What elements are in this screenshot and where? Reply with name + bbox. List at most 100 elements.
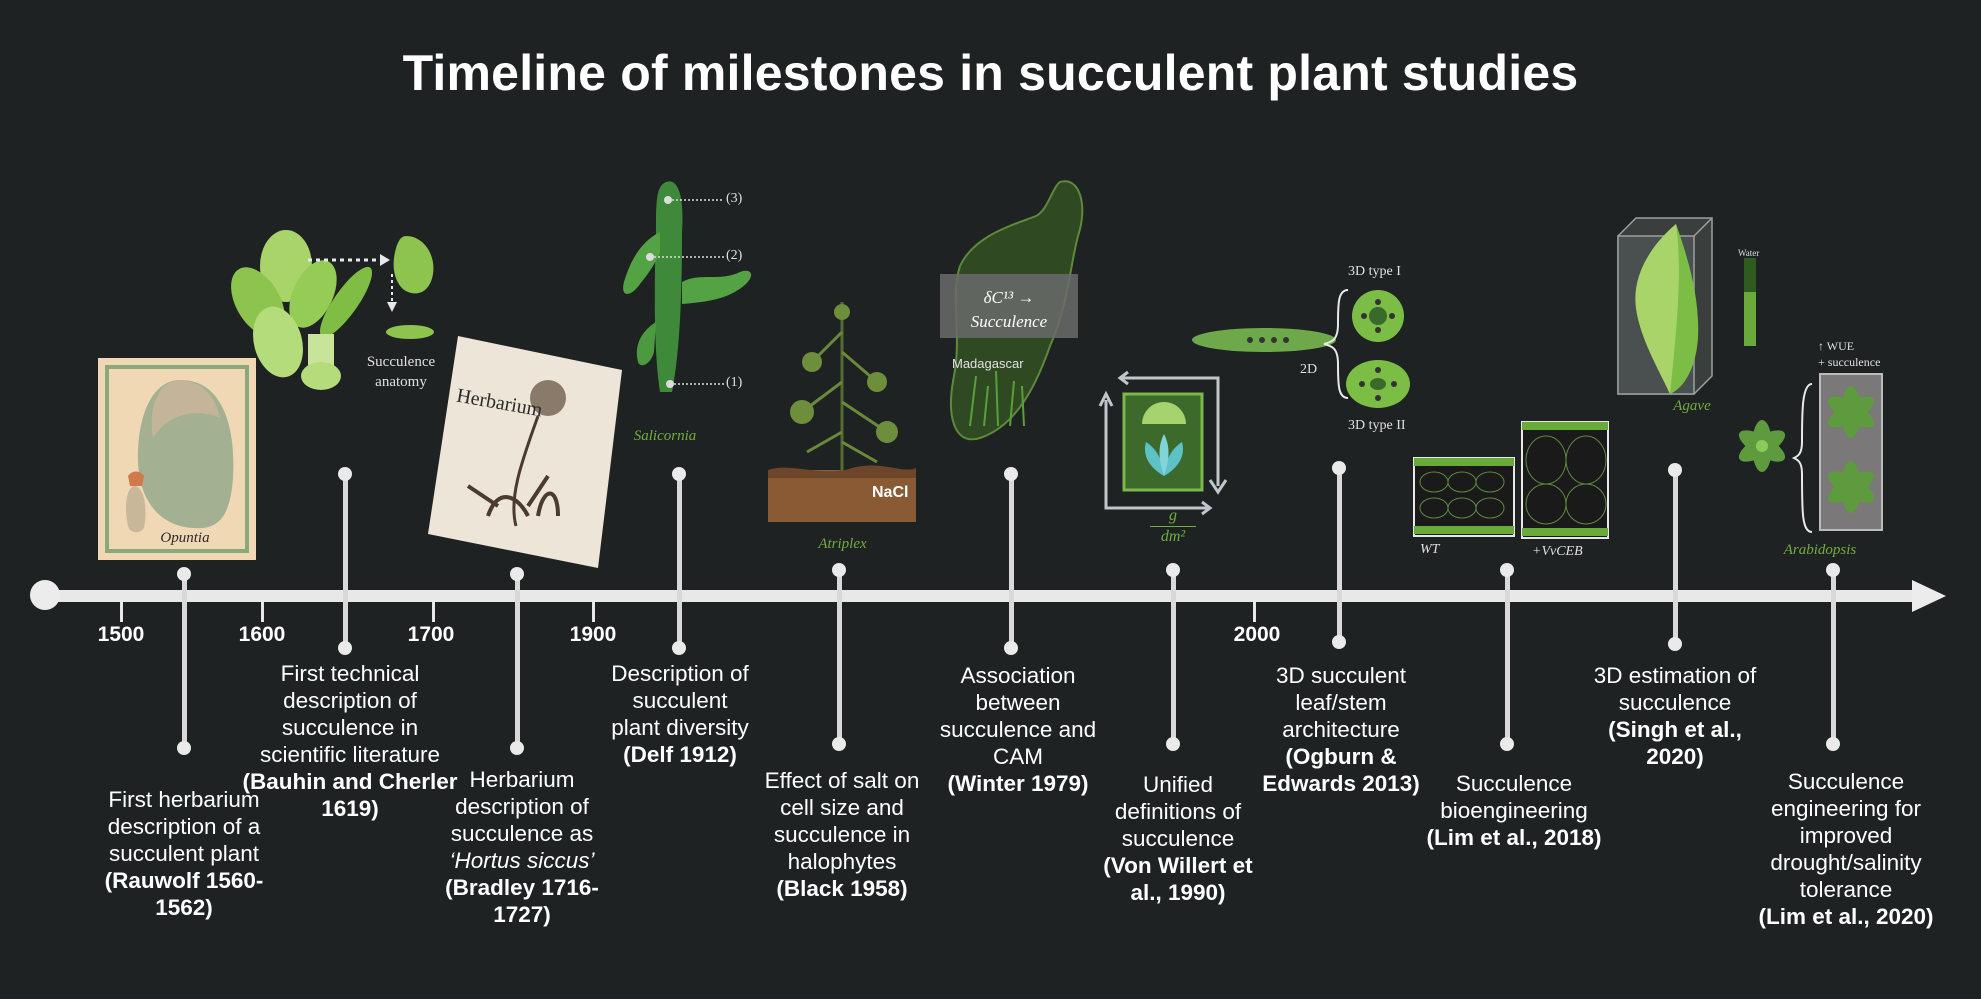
milestone-dot xyxy=(510,567,524,581)
salicornia-mark-1: (1) xyxy=(726,375,743,390)
type1-caption: 3D type I xyxy=(1348,264,1401,279)
milestone-stem xyxy=(1673,470,1678,644)
atriplex-illustration xyxy=(768,302,916,522)
milestone-label-lim2020: Succulence engineering for improved drou… xyxy=(1746,768,1946,930)
milestone-text: 3D succulent leaf/stem architecture xyxy=(1275,663,1407,742)
herbarium-illustration xyxy=(428,336,622,568)
isotope-label: δC¹³ → Succulence xyxy=(940,286,1078,334)
milestone-label-bauhin: First technical description of succulenc… xyxy=(240,660,460,822)
milestone-ref: (Delf 1912) xyxy=(623,742,737,767)
milestone-label-bradley: Herbarium description of succulence as ‘… xyxy=(432,766,612,928)
salicornia-mark-2: (2) xyxy=(726,248,743,263)
year-1500: 1500 xyxy=(97,623,145,646)
milestone-dot xyxy=(1668,463,1682,477)
milestone-dot xyxy=(1004,641,1018,655)
wue-line-1: ↑ WUE xyxy=(1818,339,1855,353)
milestone-stem xyxy=(837,570,842,744)
milestone-dot xyxy=(1668,637,1682,651)
milestone-label-winter: Association between succulence and CAM (… xyxy=(933,662,1103,797)
anatomy-caption: Succulence anatomy xyxy=(366,354,436,390)
milestone-dot xyxy=(177,741,191,755)
milestone-stem xyxy=(1831,570,1836,744)
milestone-text: Herbarium description of succulence as xyxy=(450,767,594,846)
milestone-ref: (Black 1958) xyxy=(776,876,908,901)
madagascar-illustration xyxy=(940,180,1084,441)
agave-caption: Agave xyxy=(1673,398,1711,414)
succulence-anatomy-illustration xyxy=(231,230,434,390)
milestone-ref: (Singh et al., 2020) xyxy=(1608,717,1742,769)
milestone-dot xyxy=(338,641,352,655)
salicornia-mark-3: (3) xyxy=(726,191,743,206)
milestone-stem xyxy=(1505,570,1510,744)
arabidopsis-illustration xyxy=(1738,373,1883,533)
milestone-ref: (Lim et al., 2018) xyxy=(1426,825,1602,850)
milestone-text: Succulence bioengineering xyxy=(1440,771,1588,823)
milestone-dot xyxy=(177,567,191,581)
milestone-dot xyxy=(1166,737,1180,751)
milestone-ref: (Von Willert et al., 1990) xyxy=(1103,853,1253,905)
agave-illustration xyxy=(1617,217,1756,395)
milestone-label-rauwolf: First herbarium description of a succule… xyxy=(84,786,284,921)
unit-numerator: g xyxy=(1150,506,1196,527)
milestone-stem xyxy=(515,574,520,748)
milestone-dot xyxy=(1166,563,1180,577)
wt-caption: WT xyxy=(1420,542,1440,557)
water-caption: Water xyxy=(1738,248,1760,258)
arabidopsis-caption: Arabidopsis xyxy=(1783,542,1857,558)
milestone-dot xyxy=(1500,563,1514,577)
figure-title: Timeline of milestones in succulent plan… xyxy=(402,45,1579,101)
milestone-italic: ‘Hortus siccus’ xyxy=(449,848,595,873)
timeline-arrowhead xyxy=(1912,580,1946,612)
milestone-dot xyxy=(510,741,524,755)
unit-fraction: g dm² xyxy=(1150,506,1196,547)
milestone-dot xyxy=(338,467,352,481)
leaf-architecture-illustration xyxy=(1192,289,1410,408)
tick-1500 xyxy=(120,592,123,622)
milestone-text: Description of succulent plant diversity xyxy=(611,661,749,740)
milestone-dot xyxy=(1004,467,1018,481)
milestone-dot xyxy=(1332,461,1346,475)
milestone-dot xyxy=(672,641,686,655)
isotope-line-1: δC¹³ → xyxy=(983,288,1035,307)
milestone-ref: (Ogburn & Edwards 2013) xyxy=(1262,744,1420,796)
milestone-stem xyxy=(1009,474,1014,648)
timeline-start-dot xyxy=(30,580,60,610)
year-1600: 1600 xyxy=(238,623,286,646)
bioengineering-illustration xyxy=(1413,421,1609,539)
milestone-dot xyxy=(1826,737,1840,751)
year-1900: 1900 xyxy=(569,623,617,646)
milestone-text: Association between succulence and CAM xyxy=(939,663,1097,769)
milestone-text: First technical description of succulenc… xyxy=(259,661,441,767)
milestone-label-ogburn: 3D succulent leaf/stem architecture (Ogb… xyxy=(1246,662,1436,797)
madagascar-caption: Madagascar xyxy=(952,356,1024,371)
milestone-label-singh: 3D estimation of succulence (Singh et al… xyxy=(1590,662,1760,770)
milestone-ref: (Rauwolf 1560-1562) xyxy=(104,868,264,920)
tick-1600 xyxy=(261,592,264,622)
year-1700: 1700 xyxy=(407,623,455,646)
milestone-stem xyxy=(1171,570,1176,744)
wue-line-2: + succulence xyxy=(1818,355,1881,369)
unit-denominator: dm² xyxy=(1160,528,1186,545)
tick-1700 xyxy=(432,592,435,622)
unified-definition-illustration xyxy=(1098,370,1228,516)
milestone-text: First herbarium description of a succule… xyxy=(107,787,261,866)
milestone-ref: (Winter 1979) xyxy=(947,771,1089,796)
salicornia-illustration xyxy=(623,181,752,392)
milestone-dot xyxy=(1826,563,1840,577)
milestone-dot xyxy=(1332,635,1346,649)
milestone-stem xyxy=(677,474,682,648)
milestone-label-vonwillert: Unified definitions of succulence (Von W… xyxy=(1098,771,1258,906)
milestone-text: Succulence engineering for improved drou… xyxy=(1770,769,1922,902)
milestone-stem xyxy=(182,574,187,748)
vvceb-caption: +VvCEB xyxy=(1532,544,1583,559)
tick-1900 xyxy=(592,592,595,622)
nacl-label: NaCl xyxy=(872,484,909,501)
type2-caption: 3D type II xyxy=(1348,418,1406,433)
milestone-dot xyxy=(832,563,846,577)
milestone-dot xyxy=(672,467,686,481)
tick-2000 xyxy=(1253,592,1256,622)
milestone-ref: (Lim et al., 2020) xyxy=(1758,904,1934,929)
milestone-label-delf: Description of succulent plant diversity… xyxy=(605,660,755,768)
wue-caption: ↑ WUE + succulence xyxy=(1818,338,1880,370)
